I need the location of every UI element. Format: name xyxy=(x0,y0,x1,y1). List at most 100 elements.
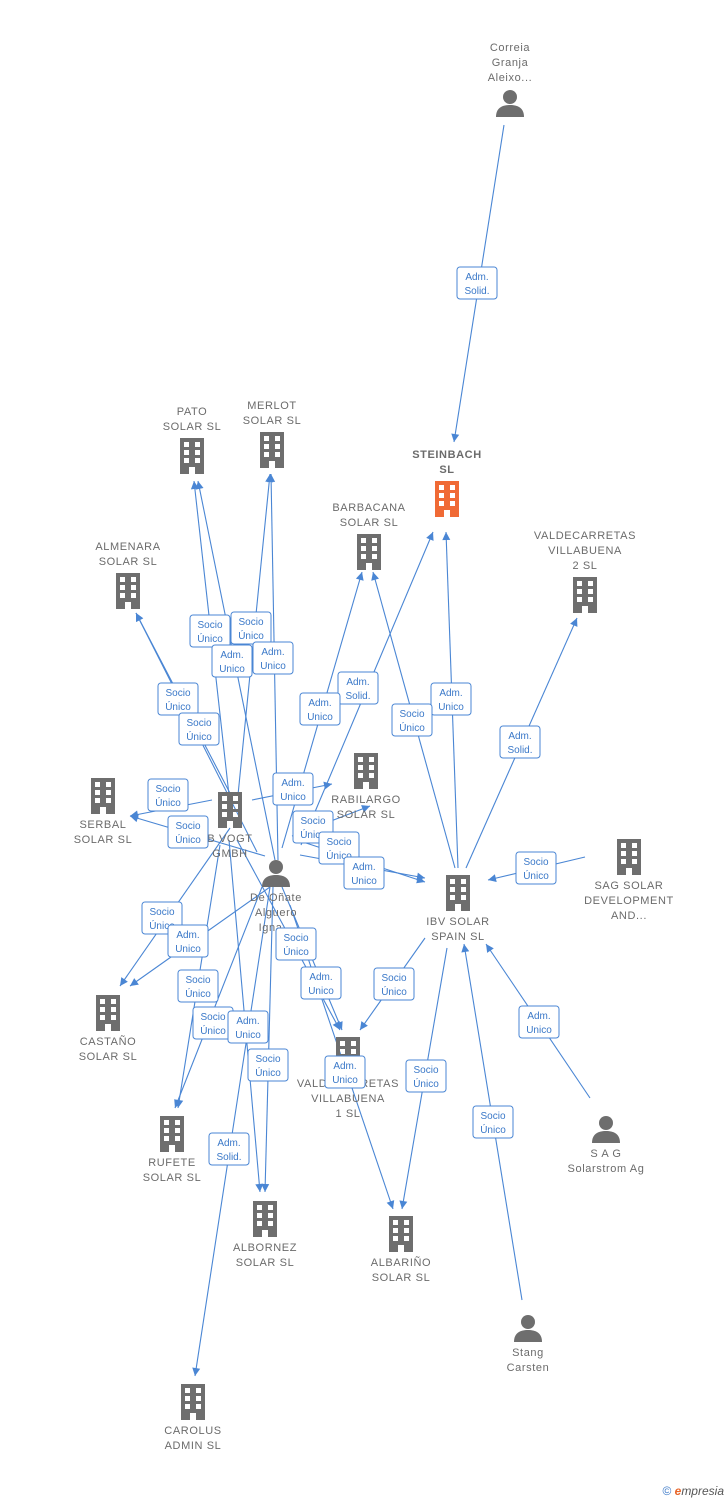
building-icon xyxy=(218,792,242,828)
node-sagsolar[interactable]: SAG SOLARDEVELOPMENTAND... xyxy=(584,839,674,922)
relation-text: Único xyxy=(413,1077,439,1090)
building-icon xyxy=(357,534,381,570)
relation-label[interactable]: Adm.Unico xyxy=(324,1055,366,1089)
relation-label[interactable]: Adm.Unico xyxy=(518,1005,560,1039)
relation-label[interactable]: Adm.Solid. xyxy=(337,671,379,705)
footer-brand[interactable]: © empresia xyxy=(662,1484,724,1498)
relation-box xyxy=(167,815,209,849)
relation-label[interactable]: Adm.Unico xyxy=(299,692,341,726)
node-label: BARBACANA xyxy=(332,502,405,514)
relation-label[interactable]: Adm.Solid. xyxy=(208,1132,250,1166)
node-label: RABILARGO xyxy=(331,794,401,806)
arrowhead xyxy=(416,875,425,884)
relation-label[interactable]: Adm.Unico xyxy=(211,644,253,678)
relation-label[interactable]: Adm.Solid. xyxy=(456,266,498,300)
node-label: PATO xyxy=(177,406,208,418)
building-icon xyxy=(181,1384,205,1420)
relation-text: Unico xyxy=(332,1075,358,1086)
building-icon xyxy=(96,995,120,1031)
arrowhead xyxy=(261,1183,270,1192)
relation-text: Adm. xyxy=(465,272,488,283)
person-icon xyxy=(262,860,290,887)
relation-label[interactable]: Adm.Unico xyxy=(252,641,294,675)
relation-text: Adm. xyxy=(346,677,369,688)
node-label: 2 SL xyxy=(572,560,597,572)
relation-text: Adm. xyxy=(261,647,284,658)
relation-text: Socio xyxy=(155,784,180,795)
relation-text: Socio xyxy=(255,1054,280,1065)
relation-label[interactable]: Adm.Unico xyxy=(227,1010,269,1044)
arrowhead xyxy=(442,532,451,541)
node-label: SOLAR SL xyxy=(163,421,222,433)
arrowhead xyxy=(120,977,128,986)
relation-text: Adm. xyxy=(352,862,375,873)
relation-box xyxy=(275,927,317,961)
building-icon xyxy=(91,778,115,814)
node-correia[interactable]: CorreiaGranjaAleixo... xyxy=(488,42,533,117)
relation-box xyxy=(324,1055,366,1089)
building-icon xyxy=(354,753,378,789)
relation-text: Adm. xyxy=(308,698,331,709)
relation-text: Adm. xyxy=(236,1016,259,1027)
building-icon xyxy=(389,1216,413,1252)
relation-label[interactable]: Adm.Unico xyxy=(272,772,314,806)
relation-text: Adm. xyxy=(220,650,243,661)
relation-text: Socio xyxy=(197,620,222,631)
relation-label[interactable]: Adm.Solid. xyxy=(499,725,541,759)
node-label: VILLABUENA xyxy=(548,545,622,557)
arrowhead xyxy=(461,944,470,953)
arrowhead xyxy=(486,944,494,953)
relation-text: Solid. xyxy=(216,1152,241,1163)
relation-text: Socio xyxy=(149,907,174,918)
relation-box xyxy=(299,692,341,726)
relation-text: Único xyxy=(165,700,191,713)
relation-text: Socio xyxy=(399,709,424,720)
node-label: SOLAR SL xyxy=(243,415,302,427)
edge-line xyxy=(194,886,271,1377)
arrowhead xyxy=(255,1183,264,1192)
node-deonate[interactable]: De OñateAlgueroIgna... xyxy=(250,860,302,934)
relation-box xyxy=(405,1059,447,1093)
relation-label[interactable]: Adm.Unico xyxy=(167,924,209,958)
relation-box xyxy=(189,614,231,648)
relation-label[interactable]: Adm.Unico xyxy=(343,856,385,890)
node-pato[interactable]: PATO SOLAR SL xyxy=(163,406,222,474)
relation-label[interactable]: Adm.Unico xyxy=(430,682,472,716)
node-label: SOLAR SL xyxy=(99,556,158,568)
relation-label[interactable]: Adm.Unico xyxy=(300,966,342,1000)
node-label: ALBORNEZ xyxy=(233,1242,297,1254)
arrowhead xyxy=(451,433,460,442)
